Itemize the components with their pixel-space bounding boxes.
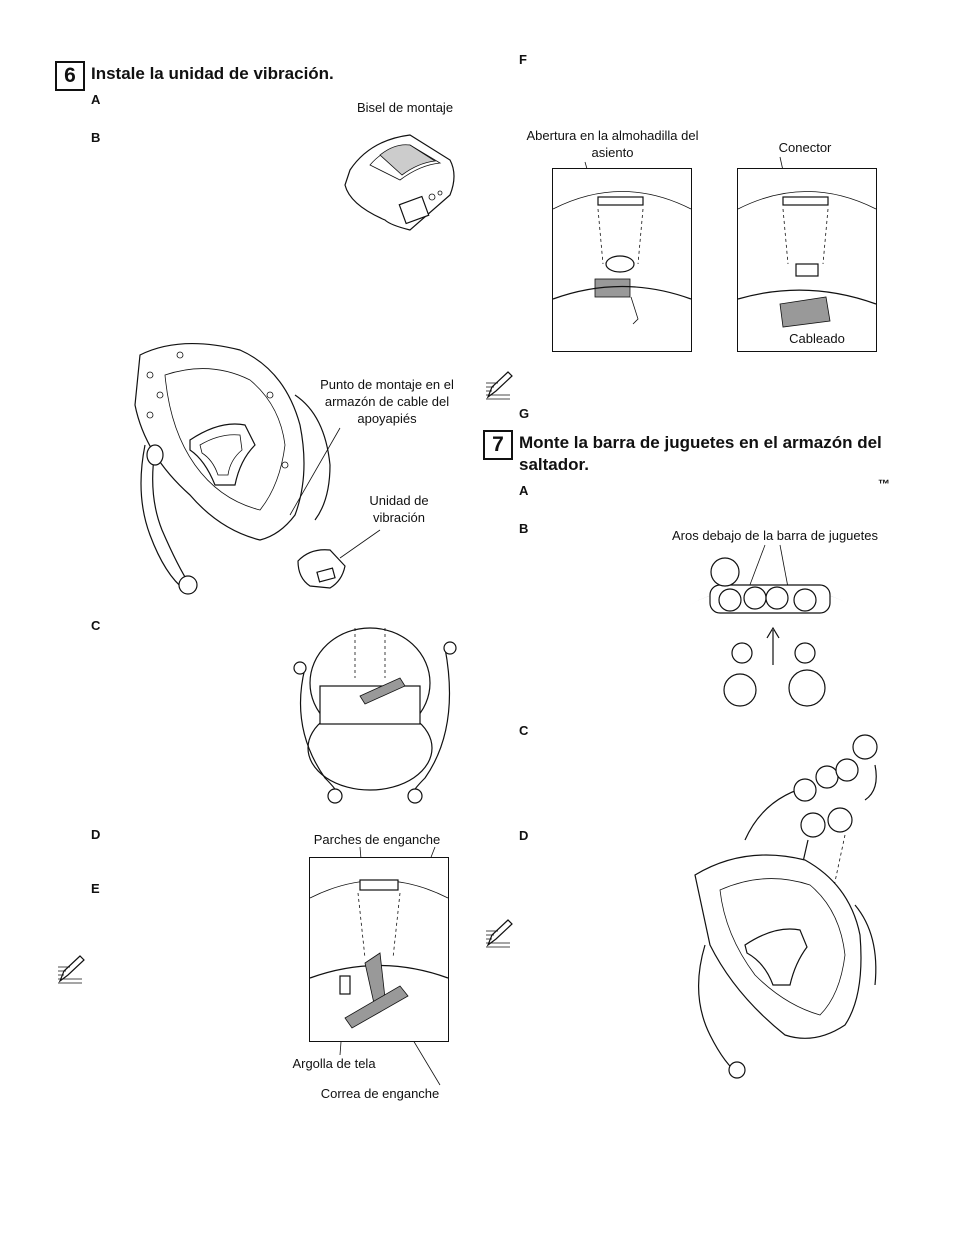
label-strap: Correa de enganche [320,1086,440,1101]
label-wiring: Cableado [789,331,845,346]
bouncer-seat-illustration [134,342,331,595]
connector-detail-illustration [737,191,877,328]
strap-detail-frame [309,857,449,1042]
opening-detail-frame [552,168,692,352]
seat-underside-illustration [293,627,457,804]
step-6-letter-f: F [519,52,527,67]
trademark-symbol: ™ [878,477,890,491]
step-6-letter-g: G [519,406,530,421]
label-patches: Parches de enganche [313,832,441,847]
pencil-note-icon [486,371,513,400]
step-6-title: Instale la unidad de vibración. [91,64,334,83]
label-bezel: Bisel de montaje [356,100,454,115]
step-6-letter-e: E [91,881,100,896]
step-7-letter-a: A [519,483,529,498]
step-7-letter-c: C [519,723,529,738]
step-6-letter-c: C [91,618,101,633]
label-fabric-loop: Argolla de tela [292,1056,376,1071]
toy-bar-illustration [658,557,882,707]
label-vibration-unit: Unidad de vibración [369,493,429,525]
label-connector: Conector [778,140,832,155]
toy-bar-seat-illustration [694,734,878,1079]
label-opening: Abertura en la almohadilla del asiento [526,128,699,160]
pencil-note-icon [486,919,513,948]
step-7-number: 7 [483,430,513,460]
bezel-illustration [344,134,455,231]
label-rings: Aros debajo de la barra de juguetes [672,528,878,543]
step-7-letter-d: D [519,828,529,843]
label-mount-point: Punto de montaje en el armazón de cable … [320,377,454,426]
step-6-number: 6 [55,61,85,91]
connector-detail-frame [737,168,877,352]
step-6-letter-d: D [91,827,101,842]
opening-detail-illustration [552,191,692,325]
pencil-note-icon [58,955,85,984]
strap-detail-illustration [309,879,449,1029]
step-6-letter-b: B [91,130,101,145]
vibration-unit-illustration [297,549,346,589]
step-7-letter-b: B [519,521,529,536]
step-7-title: Monte la barra de juguetes en el armazón… [519,433,882,474]
step-6-letter-a: A [91,92,101,107]
